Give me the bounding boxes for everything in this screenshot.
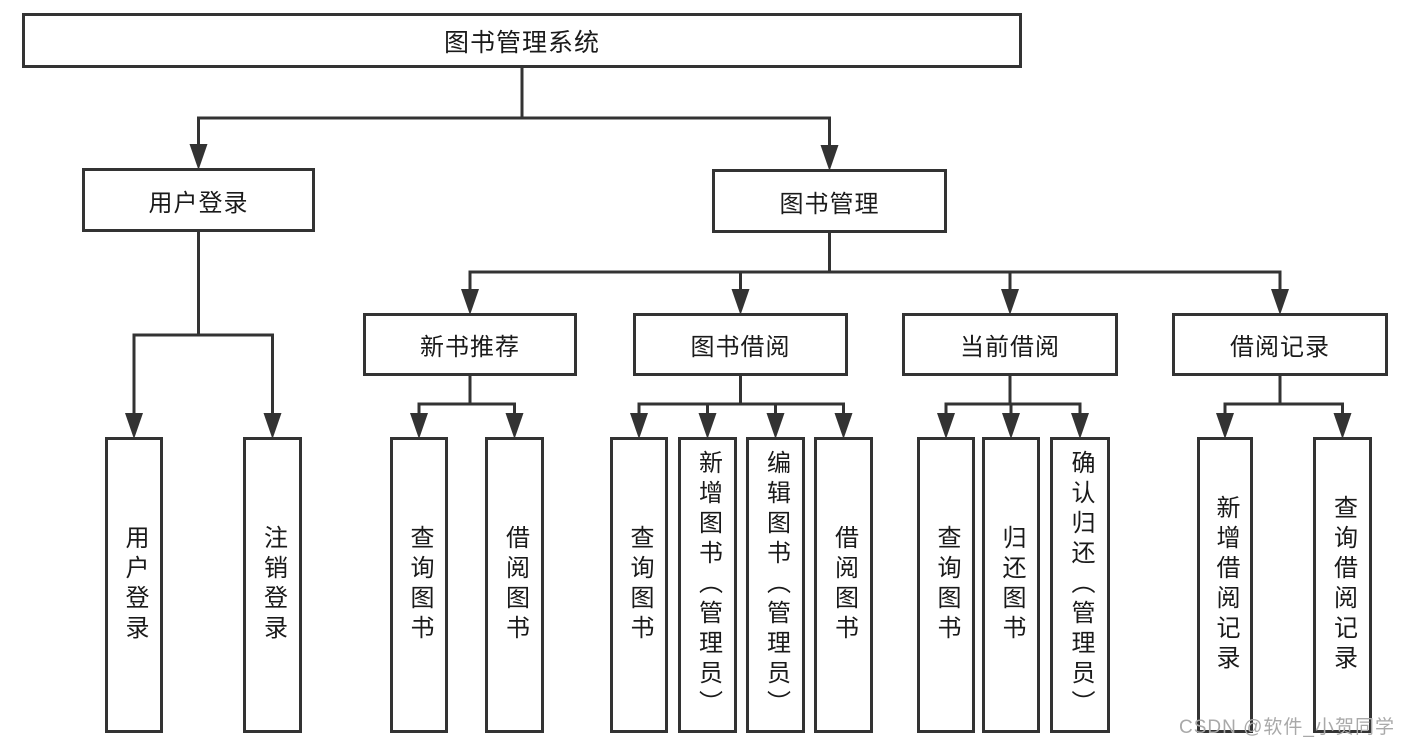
arrowhead-icon (1002, 413, 1020, 439)
arrowhead-icon (1333, 413, 1352, 439)
node-leaf-query-record: 查询借阅记录 (1313, 437, 1372, 733)
arrowhead-icon (1271, 289, 1289, 315)
node-leaf-query-book-3: 查询图书 (917, 437, 975, 733)
node-leaf-return-book: 归还图书 (982, 437, 1040, 733)
node-root: 图书管理系统 (22, 13, 1022, 68)
arrowhead-icon (1071, 413, 1089, 439)
arrowhead-icon (731, 289, 750, 315)
arrowhead-icon (1001, 289, 1019, 315)
node-book-borrow: 图书借阅 (633, 313, 848, 376)
node-leaf-edit-book: 编辑图书（管理员） (746, 437, 805, 733)
arrowhead-icon (461, 289, 479, 315)
node-user-login: 用户登录 (82, 168, 315, 232)
node-leaf-query-book-1: 查询图书 (390, 437, 448, 733)
node-current-borrow: 当前借阅 (902, 313, 1118, 376)
node-leaf-add-book: 新增图书（管理员） (678, 437, 737, 733)
node-new-book-rec: 新书推荐 (363, 313, 577, 376)
arrowhead-icon (505, 413, 524, 439)
node-book-mgmt: 图书管理 (712, 169, 947, 233)
arrowhead-icon (630, 413, 648, 439)
node-leaf-login: 用户登录 (105, 437, 163, 733)
arrowhead-icon (834, 413, 853, 439)
node-leaf-add-record: 新增借阅记录 (1197, 437, 1253, 733)
node-borrow-records: 借阅记录 (1172, 313, 1388, 376)
node-leaf-borrow-book-1: 借阅图书 (485, 437, 544, 733)
node-leaf-borrow-book-2: 借阅图书 (814, 437, 873, 733)
arrowhead-icon (698, 413, 717, 439)
arrowhead-icon (263, 413, 282, 439)
arrowhead-icon (410, 413, 428, 439)
watermark: CSDN @软件_小贺同学 (1179, 717, 1395, 738)
node-leaf-confirm-return: 确认归还（管理员） (1050, 437, 1110, 733)
arrowhead-icon (125, 413, 143, 439)
node-leaf-query-book-2: 查询图书 (610, 437, 668, 733)
arrowhead-icon (820, 145, 839, 171)
arrowhead-icon (189, 144, 208, 170)
arrowhead-icon (766, 413, 785, 439)
arrowhead-icon (1216, 413, 1234, 439)
node-leaf-logout: 注销登录 (243, 437, 302, 733)
arrowhead-icon (937, 413, 955, 439)
